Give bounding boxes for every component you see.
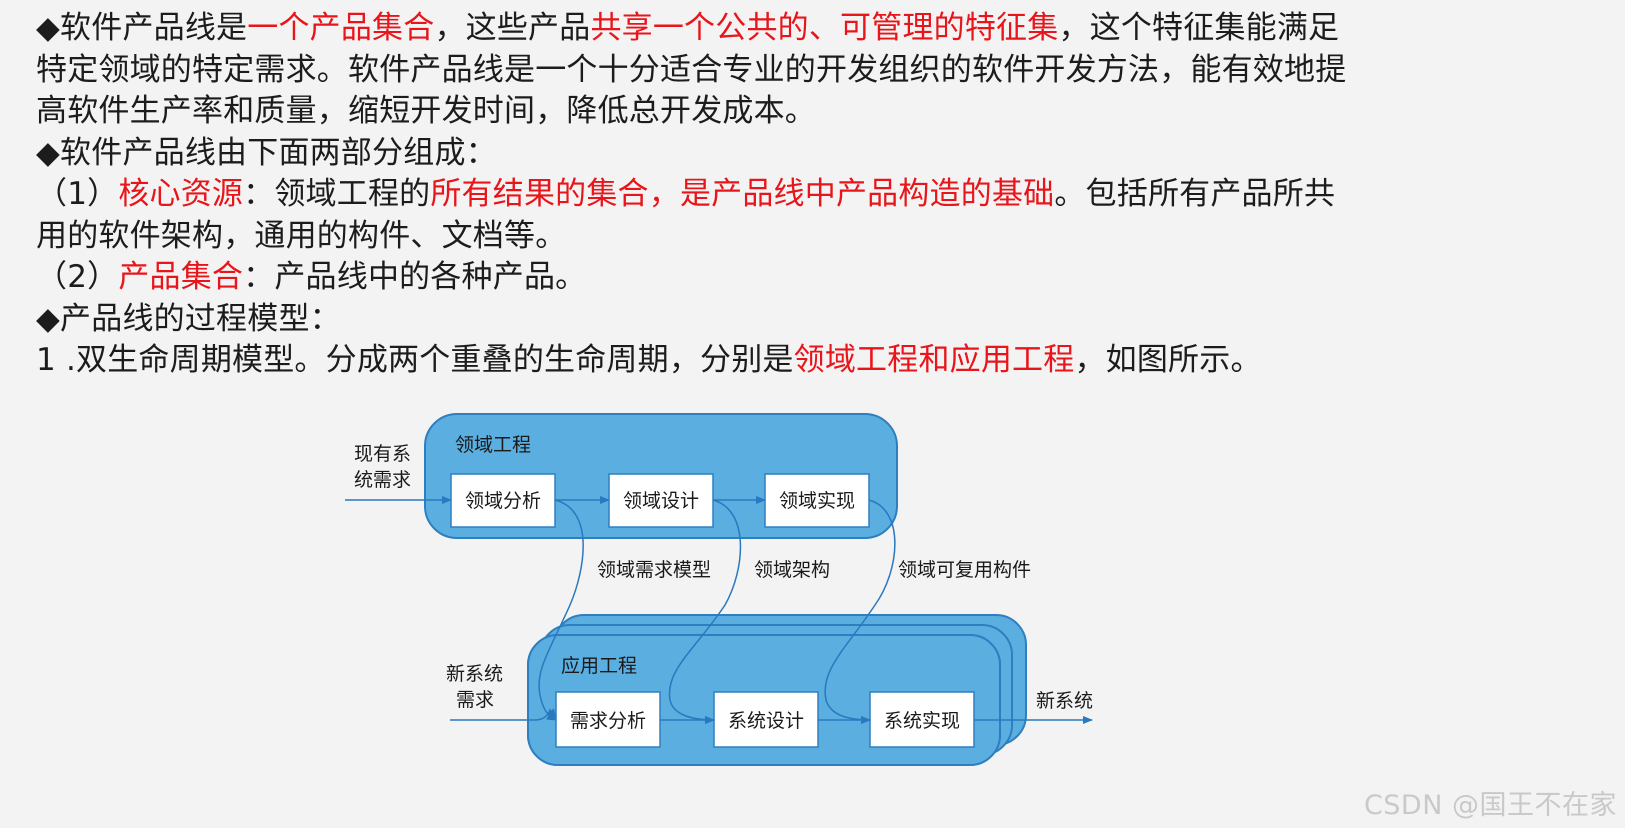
domain-design-label: 领域设计 xyxy=(623,490,699,512)
system-design-label: 系统设计 xyxy=(728,710,804,732)
text-span: ◆软件产品线是 xyxy=(36,10,248,46)
existing-requirements-label-2: 统需求 xyxy=(354,469,411,491)
application-engineering-title: 应用工程 xyxy=(561,655,637,677)
text-line-8: ◆产品线的过程模型： xyxy=(36,300,341,337)
text-span: （1） xyxy=(36,176,119,212)
text-span: ，如图所示。 xyxy=(1074,342,1262,378)
curve-domain-analysis-to-requirement-analysis xyxy=(538,499,584,721)
highlight-span: 一个产品集合 xyxy=(247,10,435,46)
highlight-span: 核心资源 xyxy=(118,176,244,212)
text-span: （2） xyxy=(36,259,119,295)
text-line-2: 特定领域的特定需求。软件产品线是一个十分适合专业的开发组织的软件开发方法，能有效… xyxy=(36,51,1347,88)
new-system-label: 新系统 xyxy=(1036,690,1093,712)
highlight-span: 所有结果的集合，是产品线中产品构造的基础 xyxy=(430,176,1055,212)
requirement-analysis-label: 需求分析 xyxy=(570,710,646,732)
text-line-6: 用的软件架构，通用的构件、文档等。 xyxy=(36,217,567,254)
existing-requirements-label-1: 现有系 xyxy=(354,443,411,465)
text-line-5: （1）核心资源：领域工程的所有结果的集合，是产品线中产品构造的基础。包括所有产品… xyxy=(36,174,1606,216)
highlight-span: 产品集合 xyxy=(118,259,244,295)
domain-implementation-box xyxy=(764,473,870,528)
new-requirements-label-1: 新系统 xyxy=(446,663,503,685)
text-span: ：产品线中的各种产品。 xyxy=(243,259,587,295)
text-line-3: 高软件生产率和质量，缩短开发时间，降低总开发成本。 xyxy=(36,93,816,129)
arrow-new-requirements-to-analysis xyxy=(450,708,557,721)
curve-domain-implementation-to-system-implementation xyxy=(824,499,896,724)
text-span: ，这些产品 xyxy=(434,10,591,46)
domain-analysis-label: 领域分析 xyxy=(465,490,541,512)
text-span: 。包括所有产品所共 xyxy=(1054,176,1336,212)
system-implementation-box xyxy=(869,691,975,748)
text-span: ，这个特征集能满足 xyxy=(1058,10,1340,46)
artifact-domain-reusable-components: 领域可复用构件 xyxy=(898,559,1031,581)
artifact-domain-requirements-model: 领域需求模型 xyxy=(597,559,711,581)
system-design-box xyxy=(713,691,819,748)
highlight-span: 共享一个公共的、可管理的特征集 xyxy=(590,10,1059,46)
domain-implementation-label: 领域实现 xyxy=(779,490,855,512)
requirement-analysis-box xyxy=(555,691,661,748)
text-line-1: ◆软件产品线是一个产品集合，这些产品共享一个公共的、可管理的特征集，这个特征集能… xyxy=(36,8,1606,50)
text-line-4: ◆软件产品线由下面两部分组成： xyxy=(36,134,497,171)
text-span: ：领域工程的 xyxy=(243,176,431,212)
highlight-span: 领域工程和应用工程 xyxy=(793,342,1075,378)
domain-engineering-title: 领域工程 xyxy=(455,434,531,456)
content-text: ◆软件产品线是一个产品集合，这些产品共享一个公共的、可管理的特征集，这个特征集能… xyxy=(36,8,1606,382)
text-line-9: 1 .双生命周期模型。分成两个重叠的生命周期，分别是领域工程和应用工程，如图所示… xyxy=(36,340,1606,382)
dual-lifecycle-diagram: 领域工程 应用工程 领域分析 领域设计 领域实现 需求分析 系统设计 系统实现 … xyxy=(345,413,1093,766)
curve-domain-design-to-system-design xyxy=(668,499,742,724)
new-requirements-label-2: 需求 xyxy=(456,689,494,711)
artifact-domain-architecture: 领域架构 xyxy=(754,559,830,581)
text-line-7: （2）产品集合：产品线中的各种产品。 xyxy=(36,257,1606,299)
watermark: CSDN @国王不在家 xyxy=(1363,790,1617,821)
system-implementation-label: 系统实现 xyxy=(884,710,960,732)
text-span: 1 .双生命周期模型。分成两个重叠的生命周期，分别是 xyxy=(36,342,794,378)
